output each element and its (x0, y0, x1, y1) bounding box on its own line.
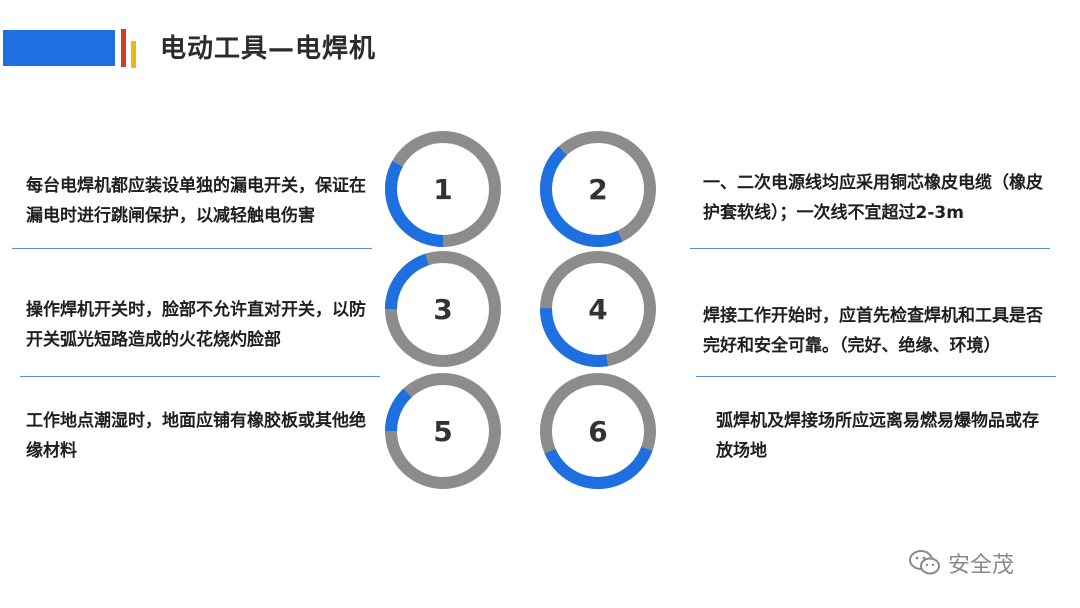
watermark: 安全茂 (908, 548, 1014, 578)
divider-left-1 (12, 248, 372, 249)
header-accent-yellow (131, 41, 136, 68)
item-4-text: 焊接工作开始时，应首先检查焊机和工具是否完好和安全可靠。（完好、绝缘、环境） (703, 306, 1043, 356)
ring-number-1: 1 (433, 173, 452, 206)
watermark-text: 安全茂 (948, 553, 1015, 578)
ring-6: 6 (540, 373, 656, 489)
ring-3: 3 (385, 251, 501, 367)
ring-number-3: 3 (433, 293, 452, 326)
ring-progress-6 (540, 373, 656, 489)
item-5-text: 工作地点潮湿时，地面应铺有橡胶板或其他绝缘材料 (26, 411, 366, 461)
ring-progress-2 (540, 131, 656, 247)
item-1-text: 每台电焊机都应装设单独的漏电开关，保证在漏电时进行跳闸保护，以减轻触电伤害 (26, 176, 366, 226)
wechat-icon (909, 550, 940, 575)
page-title: 电动工具—电焊机 (160, 34, 377, 64)
ring-4: 4 (540, 251, 656, 367)
ring-number-2: 2 (588, 173, 607, 206)
item-3-text: 操作焊机开关时，脸部不允许直对开关，以防开关弧光短路造成的火花烧灼脸部 (26, 300, 366, 350)
ring-5: 5 (385, 373, 501, 489)
divider-left-2 (20, 376, 380, 377)
ring-progress-1 (385, 131, 501, 247)
header-bar (3, 30, 115, 66)
header-accent-red (121, 29, 126, 67)
divider-right-1 (690, 248, 1050, 249)
ring-2: 2 (540, 131, 656, 247)
ring-progress-3 (385, 251, 501, 367)
ring-number-6: 6 (588, 415, 607, 448)
ring-1: 1 (385, 131, 501, 247)
ring-number-5: 5 (433, 415, 452, 448)
divider-right-2 (696, 376, 1056, 377)
item-2-text: 一、二次电源线均应采用铜芯橡皮电缆（橡皮护套软线）；一次线不宜超过2-3m (703, 173, 1043, 223)
item-6-text: 弧焊机及焊接场所应远离易燃易爆物品或存放场地 (716, 411, 1039, 461)
ring-number-4: 4 (588, 293, 607, 326)
ring-progress-5 (385, 373, 501, 489)
